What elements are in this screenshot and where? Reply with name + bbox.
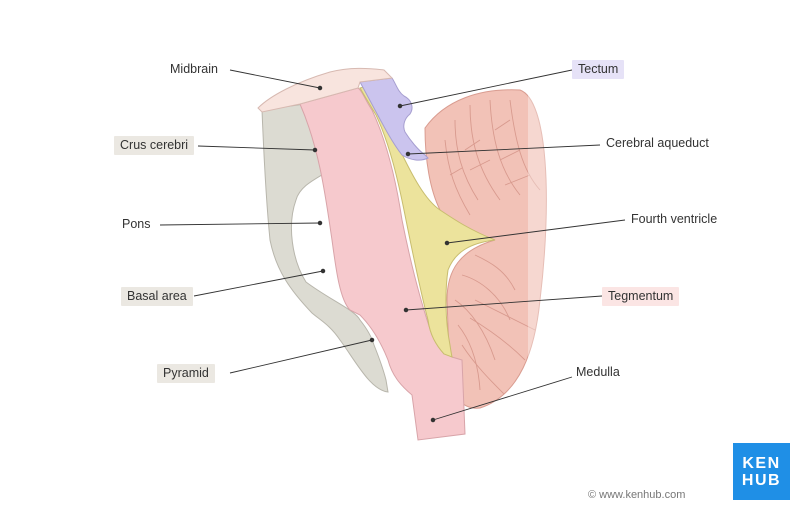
label-basal-area: Basal area [121,287,193,306]
logo-line-2: HUB [741,471,782,489]
ventricle-shape [359,85,496,358]
label-medulla: Medulla [576,365,620,379]
midbrain-cut-surface [257,67,394,113]
label-tectum: Tectum [572,60,625,79]
tegmentum-shape [299,87,466,441]
label-cerebral-aqueduct: Cerebral aqueduct [606,136,709,150]
label-fourth-ventricle: Fourth ventricle [631,212,718,226]
logo-line-1: KEN [742,454,781,472]
kenhub-logo: KEN HUB [733,443,790,500]
label-pyramid: Pyramid [157,364,215,383]
basal-area-shape [261,103,389,393]
leader-lines [159,69,626,423]
label-crus-cerebri: Crus cerebri [114,136,195,155]
cerebellum [424,80,558,420]
label-pons: Pons [122,217,151,231]
copyright-text: © www.kenhub.com [588,489,686,501]
label-midbrain: Midbrain [170,62,218,76]
tectum-shape [359,77,429,161]
label-tegmentum: Tegmentum [602,287,680,306]
cerebellum-folia [444,99,541,396]
